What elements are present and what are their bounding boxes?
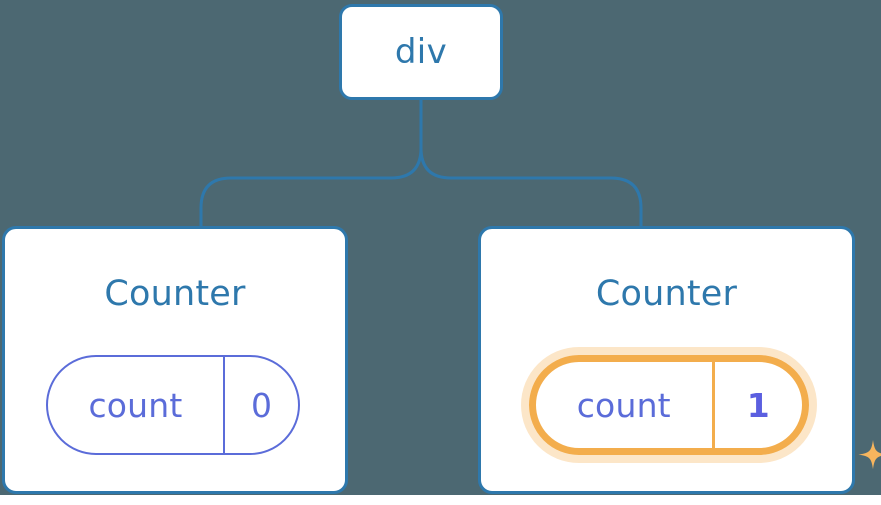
component-title: Counter [5, 277, 345, 312]
component-title: Counter [481, 277, 852, 312]
state-value-label: 1 [712, 362, 802, 448]
component-card-counter-right[interactable]: Counter count 1 [478, 226, 855, 494]
state-key-label: count [536, 362, 712, 448]
component-card-counter-left[interactable]: Counter count 0 [2, 226, 348, 494]
state-pill-count[interactable]: count 0 [46, 355, 300, 455]
root-node-div[interactable]: div [339, 4, 503, 100]
edge-root-to-left-counter [201, 100, 421, 226]
state-pill-container: count 0 [46, 355, 300, 455]
state-value-label: 0 [223, 357, 298, 453]
root-node-label: div [395, 35, 447, 69]
edge-root-to-right-counter [421, 100, 641, 226]
state-pill-count-highlighted[interactable]: count 1 [529, 355, 809, 455]
state-pill-container: count 1 [529, 355, 809, 455]
state-key-label: count [48, 357, 223, 453]
